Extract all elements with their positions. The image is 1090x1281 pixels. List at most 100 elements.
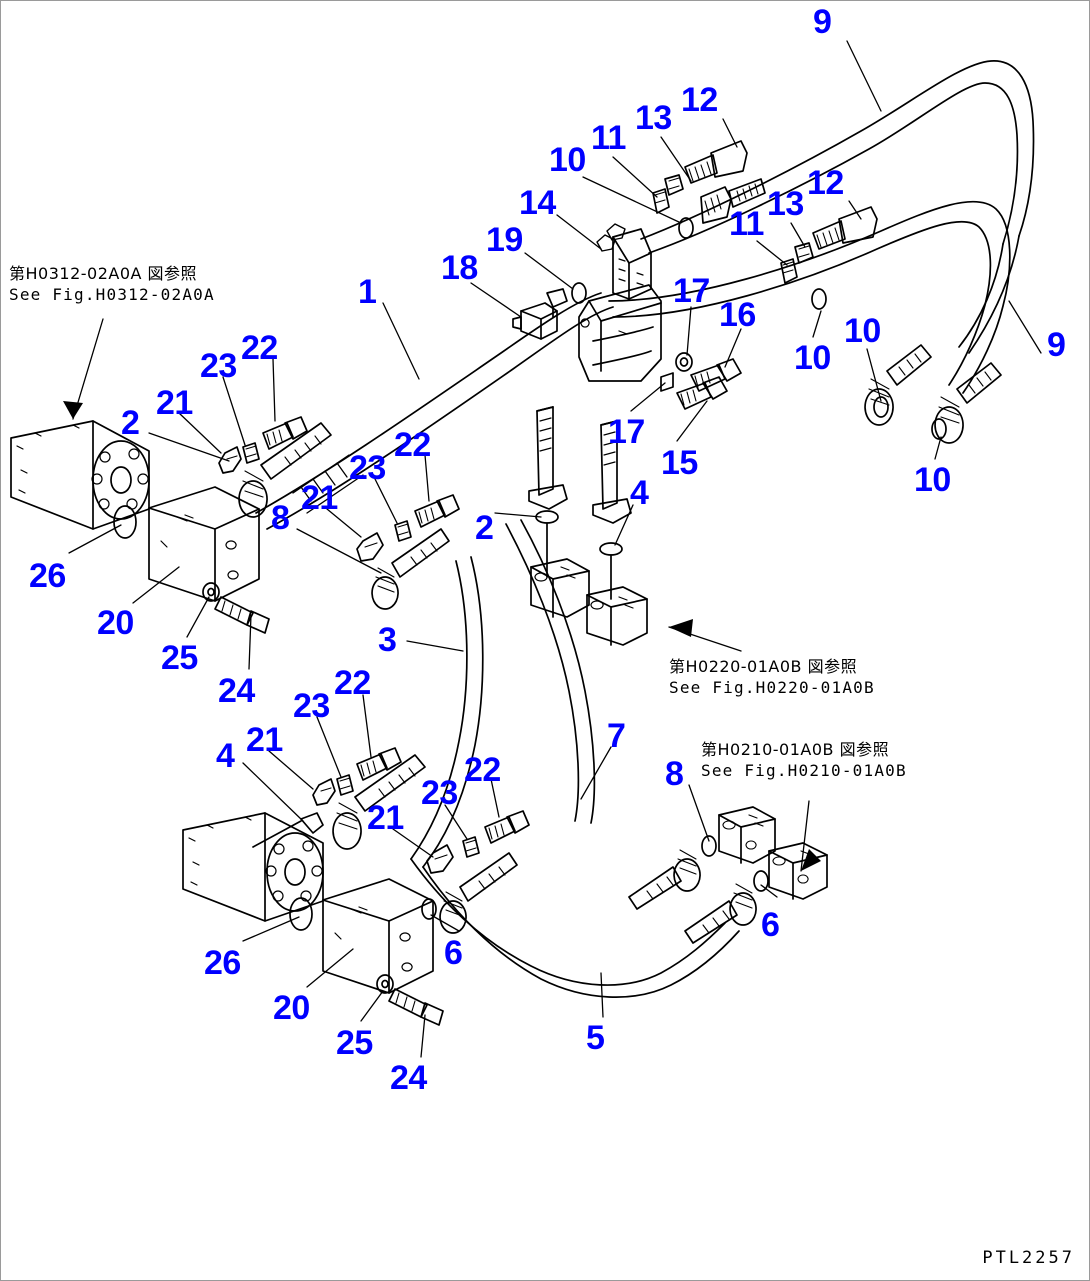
callout-12: 12 <box>681 81 718 119</box>
callout-23: 23 <box>293 687 330 725</box>
plate-4-lower <box>252 812 324 848</box>
reference-note-h0312: 第H0312-02A0A 図参照 See Fig.H0312-02A0A <box>9 263 215 305</box>
bracket-14 <box>578 223 662 382</box>
callout-20: 20 <box>273 989 310 1027</box>
callout-8: 8 <box>665 755 684 793</box>
callout-17: 17 <box>608 413 645 451</box>
stud-assembly-right <box>592 420 632 600</box>
reference-note-en: See Fig.H0312-02A0A <box>9 285 215 304</box>
fitting-center-upper <box>700 178 766 224</box>
bolt-15 <box>676 376 728 410</box>
o-ring-6-right-a <box>701 835 717 857</box>
bolt-22-d <box>484 810 530 844</box>
callout-9: 9 <box>813 3 832 41</box>
washer-11-right <box>780 258 798 284</box>
callout-22: 22 <box>464 751 501 789</box>
callout-11: 11 <box>729 205 764 243</box>
o-ring-19 <box>571 282 587 304</box>
fitting-8-upper <box>371 528 450 610</box>
washer-17-a <box>675 352 693 372</box>
callout-19: 19 <box>486 221 523 259</box>
reference-note-en: See Fig.H0220-01A0B <box>669 678 875 697</box>
callout-20: 20 <box>97 604 134 642</box>
callout-17: 17 <box>673 272 710 310</box>
bolt-22-long-a <box>238 422 332 518</box>
valve-block-20-upper <box>148 486 260 602</box>
small-block-right-a <box>718 806 776 864</box>
callout-5: 5 <box>586 1019 605 1057</box>
o-ring-10-right-c <box>931 418 947 440</box>
bolt-24-lower <box>388 988 444 1026</box>
cylinder-lower <box>182 812 324 922</box>
callout-4: 4 <box>630 474 649 512</box>
washer-11-upper <box>652 188 670 214</box>
callout-1: 1 <box>358 273 377 311</box>
callout-18: 18 <box>441 249 478 287</box>
o-ring-26-upper <box>113 505 137 539</box>
stud-assembly-left <box>528 406 568 578</box>
callout-4: 4 <box>216 737 235 775</box>
callout-10: 10 <box>549 141 586 179</box>
elbow-21-a <box>218 446 242 474</box>
hose-1-crimp <box>292 454 364 514</box>
washer-25-upper <box>202 582 220 602</box>
reference-note-jp: 第H0312-02A0A 図参照 <box>9 264 198 283</box>
figure-code: PTL2257 <box>982 1248 1075 1268</box>
hose-9-upper <box>640 60 1035 254</box>
leader-lines <box>68 40 1042 1058</box>
bolt-12-right <box>812 206 878 250</box>
reference-note-h0210: 第H0210-01A0B 図参照 See Fig.H0210-01A0B <box>701 739 907 781</box>
bolt-12-upper <box>684 140 748 184</box>
bolt-22-c <box>356 747 402 781</box>
callout-6: 6 <box>444 934 463 972</box>
hose-5 <box>410 858 740 998</box>
callout-21: 21 <box>301 479 338 517</box>
callout-8: 8 <box>271 499 290 537</box>
hose-3 <box>410 556 484 868</box>
callout-10: 10 <box>844 312 881 350</box>
callout-6: 6 <box>761 906 780 944</box>
washer-13-upper <box>664 174 684 196</box>
callout-2: 2 <box>475 509 494 547</box>
bolt-22-long-c <box>332 754 426 850</box>
callout-21: 21 <box>246 721 283 759</box>
callout-23: 23 <box>349 449 386 487</box>
callout-16: 16 <box>719 296 756 334</box>
bolt-24-upper <box>214 596 270 634</box>
reference-note-jp: 第H0220-01A0B 図参照 <box>669 657 858 676</box>
callout-11: 11 <box>591 119 626 157</box>
washer-23-a <box>242 442 260 464</box>
cylinder-upper <box>10 420 150 530</box>
callout-24: 24 <box>390 1059 427 1097</box>
callout-26: 26 <box>204 944 241 982</box>
callout-21: 21 <box>367 799 404 837</box>
fitting-right-upper <box>864 344 932 426</box>
bolt-22-b <box>414 494 460 528</box>
callout-25: 25 <box>161 639 198 677</box>
washer-13-right <box>794 242 814 264</box>
callout-22: 22 <box>394 426 431 464</box>
o-ring-26-lower <box>289 897 313 931</box>
callout-22: 22 <box>241 329 278 367</box>
o-ring-10-right-b <box>873 396 889 418</box>
tee-fitting-18 <box>512 288 568 340</box>
callout-14: 14 <box>519 184 556 222</box>
small-block-b <box>586 586 648 646</box>
callout-9: 9 <box>1047 326 1066 364</box>
fitting-right-lower <box>934 362 1002 444</box>
washer-23-c <box>336 774 354 796</box>
o-ring-6-lower-left <box>421 898 437 920</box>
o-ring-6-right-b <box>753 870 769 892</box>
elbow-21-d <box>426 844 454 874</box>
callout-10: 10 <box>914 461 951 499</box>
callout-22: 22 <box>334 664 371 702</box>
hose-7 <box>505 519 596 824</box>
o-ring-10-upper <box>678 217 694 239</box>
callout-10: 10 <box>794 339 831 377</box>
reference-note-jp: 第H0210-01A0B 図参照 <box>701 740 890 759</box>
callout-25: 25 <box>336 1024 373 1062</box>
elbow-21-b <box>356 532 384 562</box>
elbow-21-c <box>312 778 336 806</box>
